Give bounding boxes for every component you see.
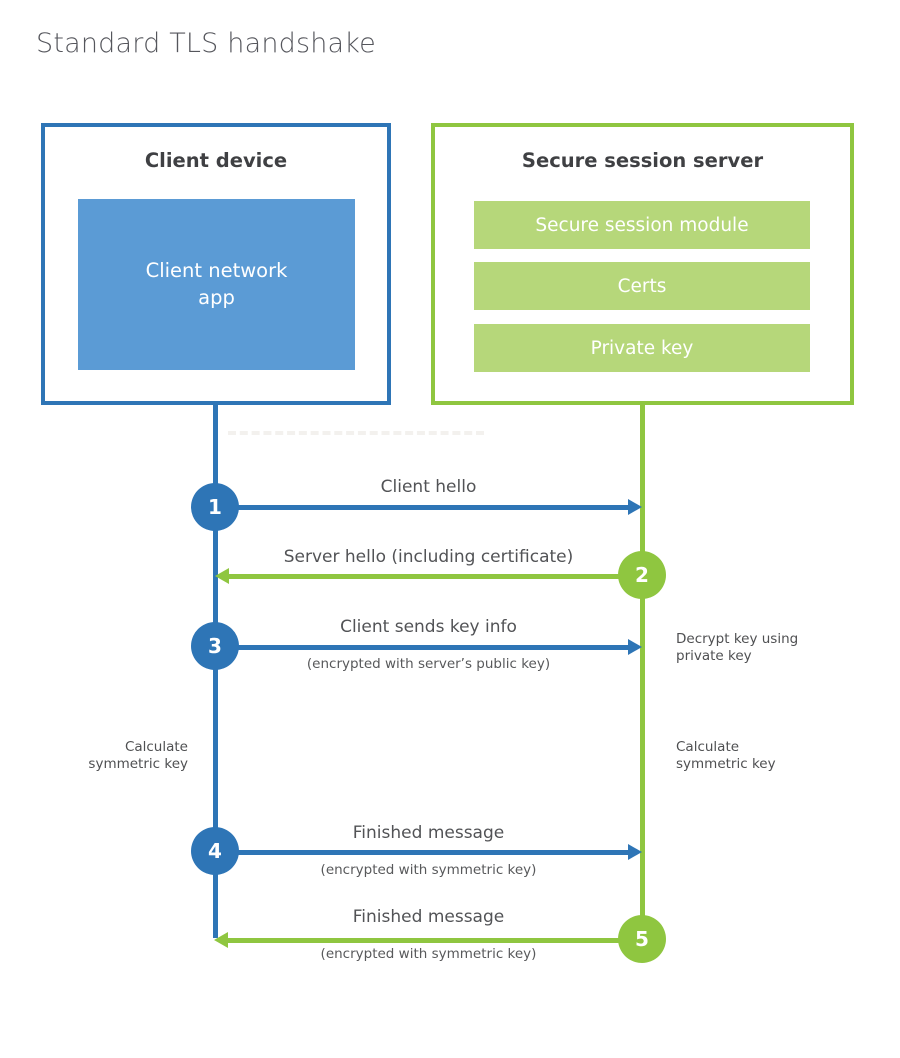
note-decrypt-key: Decrypt key using private key	[676, 631, 799, 664]
server-module-certs: Certs	[474, 262, 810, 310]
step-circle-1: 1	[191, 483, 239, 531]
client-device-title: Client device	[144, 149, 288, 172]
message-sublabel-3: (encrypted with server’s public key)	[306, 656, 551, 672]
message-label-1: Client hello	[380, 477, 477, 497]
server-title: Secure session server	[521, 149, 764, 172]
arrow-shaft	[227, 574, 642, 579]
arrow-shaft	[215, 505, 630, 510]
arrow-shaft	[217, 645, 630, 650]
message-label-5: Finished message	[352, 907, 505, 927]
message-label-3: Client sends key info	[340, 617, 517, 637]
message-label-4: Finished message	[352, 823, 505, 843]
server-box: Secure session server Secure session mod…	[431, 123, 854, 405]
server-module-secure-session: Secure session module	[474, 201, 810, 249]
message-sublabel-5: (encrypted with symmetric key)	[320, 946, 537, 962]
faint-dashed-line	[228, 431, 484, 435]
arrowhead-right-icon	[628, 499, 642, 515]
note-calculate-symmetric-right: Calculate symmetric key	[676, 739, 776, 772]
arrow-step-2	[215, 568, 642, 584]
arrow-shaft	[226, 938, 642, 943]
arrowhead-right-icon	[628, 844, 642, 860]
message-sublabel-4: (encrypted with symmetric key)	[320, 862, 537, 878]
step-circle-4: 4	[191, 827, 239, 875]
server-module-private-key: Private key	[474, 324, 810, 372]
step-circle-3: 3	[191, 622, 239, 670]
arrow-step-1	[215, 499, 642, 515]
arrowhead-left-icon	[215, 568, 229, 584]
client-device-box: Client device Client network app	[41, 123, 391, 405]
arrowhead-left-icon	[214, 932, 228, 948]
arrowhead-right-icon	[628, 639, 642, 655]
page-title: Standard TLS handshake	[36, 28, 376, 59]
step-circle-2: 2	[618, 551, 666, 599]
client-lifeline	[213, 405, 218, 938]
message-label-2: Server hello (including certificate)	[283, 547, 574, 567]
server-lifeline	[640, 405, 645, 940]
arrow-shaft	[217, 850, 630, 855]
client-network-app-box: Client network app	[78, 199, 355, 370]
arrow-step-5	[214, 932, 642, 948]
step-circle-5: 5	[618, 915, 666, 963]
arrow-step-4	[217, 844, 642, 860]
note-calculate-symmetric-left: Calculate symmetric key	[88, 739, 188, 772]
arrow-step-3	[217, 639, 642, 655]
